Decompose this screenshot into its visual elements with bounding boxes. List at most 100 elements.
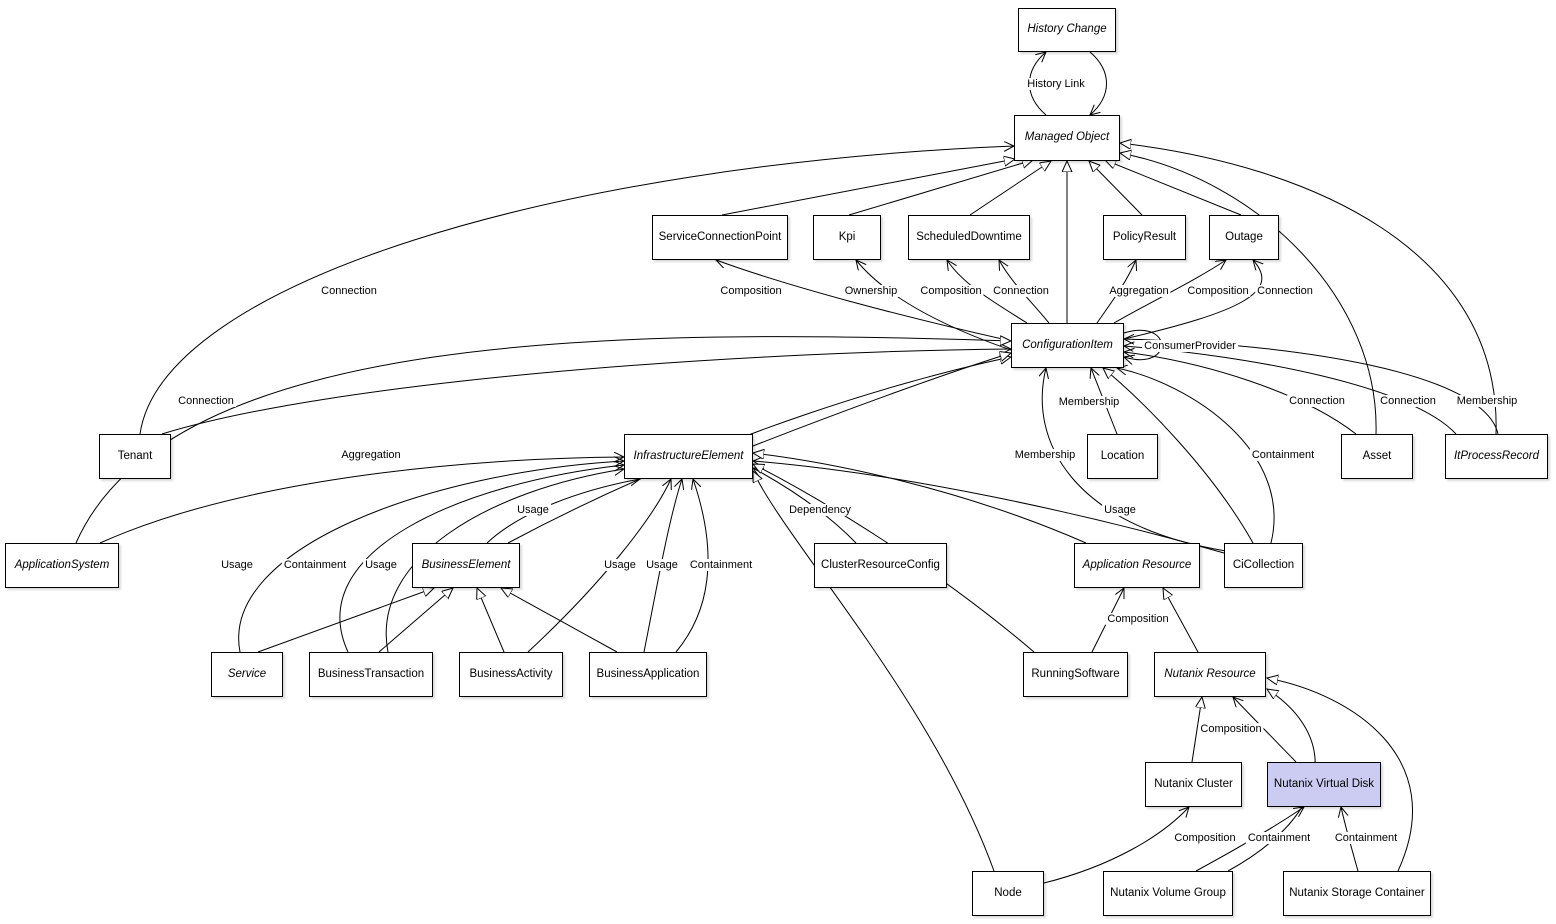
edge-node-to-infrastructure-element <box>753 471 995 872</box>
edge-business-transaction-to-business-element <box>378 588 453 653</box>
edge-label-usage: Usage <box>1102 504 1138 516</box>
edge-business-transaction-to-infrastructure-element <box>385 469 624 653</box>
edge-ci-collection-to-configuration-item <box>1117 368 1275 544</box>
edge-label-membership: Membership <box>1454 395 1520 407</box>
edge-asset-to-managed-object <box>1120 153 1377 435</box>
node-label: ClusterResourceConfig <box>821 558 940 571</box>
node-business-application[interactable]: BusinessApplication <box>589 652 707 697</box>
node-node[interactable]: Node <box>972 871 1044 916</box>
node-label: BusinessElement <box>421 558 511 571</box>
edge-label-usage: Usage <box>515 504 551 516</box>
node-nutanix-storage-container[interactable]: Nutanix Storage Container <box>1283 871 1431 916</box>
node-label: History Change <box>1027 23 1107 36</box>
edge-label-connection: Connection <box>991 285 1051 297</box>
node-label: Node <box>994 886 1022 899</box>
node-business-activity[interactable]: BusinessActivity <box>459 652 563 697</box>
node-application-system[interactable]: ApplicationSystem <box>5 543 119 588</box>
edge-label-history-link: History Link <box>1025 78 1087 90</box>
node-label: Outage <box>1225 230 1263 243</box>
node-nutanix-virtual-disk[interactable]: Nutanix Virtual Disk <box>1267 762 1381 807</box>
edge-label-containment: Containment <box>687 559 755 571</box>
edge-tenant-to-managed-object <box>139 146 1014 435</box>
edge-label-composition: Composition <box>1185 285 1251 297</box>
node-outage[interactable]: Outage <box>1209 215 1279 260</box>
edge-label-ownership: Ownership <box>842 285 900 297</box>
edge-label-composition: Composition <box>1198 723 1264 735</box>
edge-label-containment: Containment <box>1332 832 1400 844</box>
edge-history-change-to-managed-object <box>1090 51 1107 115</box>
node-label: Application Resource <box>1082 558 1192 571</box>
edge-label-connection: Connection <box>1287 395 1347 407</box>
node-service-connection-point[interactable]: ServiceConnectionPoint <box>652 215 788 260</box>
edge-business-element-to-configuration-item <box>507 357 1011 544</box>
node-infrastructure-element[interactable]: InfrastructureElement <box>624 434 753 479</box>
edge-service-to-business-element <box>257 588 434 653</box>
node-business-element[interactable]: BusinessElement <box>412 543 520 588</box>
node-business-transaction[interactable]: BusinessTransaction <box>309 652 433 697</box>
edge-label-membership: Membership <box>1056 396 1122 408</box>
node-label: ScheduledDowntime <box>916 230 1022 243</box>
edge-label-usage: Usage <box>602 559 638 571</box>
edge-label-dependency: Dependency <box>787 504 853 516</box>
node-tenant[interactable]: Tenant <box>99 434 171 479</box>
edge-label-usage: Usage <box>219 559 255 571</box>
edge-ci-collection-to-configuration-item <box>1103 368 1254 544</box>
edge-label-containment: Containment <box>281 559 349 571</box>
node-nutanix-cluster[interactable]: Nutanix Cluster <box>1145 762 1242 807</box>
node-label: CiCollection <box>1232 558 1295 571</box>
edge-label-connection: Connection <box>176 395 236 407</box>
edge-label-aggregation: Aggregation <box>339 449 403 461</box>
node-label: Service <box>227 667 267 680</box>
node-label: Nutanix Storage Container <box>1289 886 1425 899</box>
edge-ci-collection-to-infrastructure-element <box>753 461 1225 554</box>
node-label: Tenant <box>117 449 153 462</box>
node-kpi[interactable]: Kpi <box>813 215 881 260</box>
edge-label-composition: Composition <box>918 285 984 297</box>
node-label: Nutanix Virtual Disk <box>1273 777 1375 790</box>
node-policy-result[interactable]: PolicyResult <box>1103 215 1186 260</box>
node-ci-collection[interactable]: CiCollection <box>1224 543 1303 588</box>
edge-application-system-to-infrastructure-element <box>99 457 624 544</box>
node-application-resource[interactable]: Application Resource <box>1074 543 1200 588</box>
edge-label-containment: Containment <box>1245 832 1313 844</box>
edge-policy-result-to-managed-object <box>1089 161 1143 216</box>
node-nutanix-resource[interactable]: Nutanix Resource <box>1154 652 1266 697</box>
edge-nutanix-storage-container-to-nutanix-resource <box>1267 678 1413 872</box>
node-history-change[interactable]: History Change <box>1018 8 1116 52</box>
edge-label-containment: Containment <box>1249 449 1317 461</box>
edge-running-software-to-infrastructure-element <box>753 464 1035 653</box>
node-label: Nutanix Cluster <box>1154 777 1233 790</box>
edge-label-composition: Composition <box>1172 832 1238 844</box>
node-label: Managed Object <box>1024 131 1110 144</box>
edge-label-aggregation: Aggregation <box>1107 285 1171 297</box>
node-label: BusinessTransaction <box>317 667 425 680</box>
node-cluster-resource-config[interactable]: ClusterResourceConfig <box>814 543 947 588</box>
node-configuration-item[interactable]: ConfigurationItem <box>1011 323 1124 368</box>
node-nutanix-volume-group[interactable]: Nutanix Volume Group <box>1103 871 1233 916</box>
node-asset[interactable]: Asset <box>1341 434 1413 479</box>
edge-business-application-to-infrastructure-element <box>675 479 709 653</box>
node-managed-object[interactable]: Managed Object <box>1014 115 1120 161</box>
edge-configuration-item-to-kpi <box>856 260 1012 351</box>
edge-business-element-to-infrastructure-element <box>486 479 640 544</box>
node-label: Nutanix Resource <box>1164 667 1256 680</box>
edge-it-process-record-to-configuration-item <box>1124 346 1457 435</box>
edge-service-to-infrastructure-element <box>238 461 624 653</box>
node-it-process-record[interactable]: ItProcessRecord <box>1445 434 1548 479</box>
node-label: ConfigurationItem <box>1022 338 1113 351</box>
node-location[interactable]: Location <box>1087 434 1158 479</box>
edge-cluster-resource-config-to-infrastructure-element <box>753 468 857 544</box>
edge-label-usage: Usage <box>363 559 399 571</box>
node-service[interactable]: Service <box>211 652 283 697</box>
edge-configuration-item-to-outage <box>1113 260 1226 324</box>
edge-business-activity-to-business-element <box>477 588 505 653</box>
edge-label-consumerprovider: ConsumerProvider <box>1142 340 1238 352</box>
node-scheduled-downtime[interactable]: ScheduledDowntime <box>908 215 1030 260</box>
edge-nutanix-cluster-to-nutanix-resource <box>1191 697 1202 763</box>
node-label: PolicyResult <box>1112 230 1177 243</box>
node-running-software[interactable]: RunningSoftware <box>1023 652 1128 697</box>
edge-outage-to-managed-object <box>1105 160 1242 216</box>
edge-service-connection-point-to-managed-object <box>721 159 1015 216</box>
node-label: InfrastructureElement <box>633 449 744 462</box>
